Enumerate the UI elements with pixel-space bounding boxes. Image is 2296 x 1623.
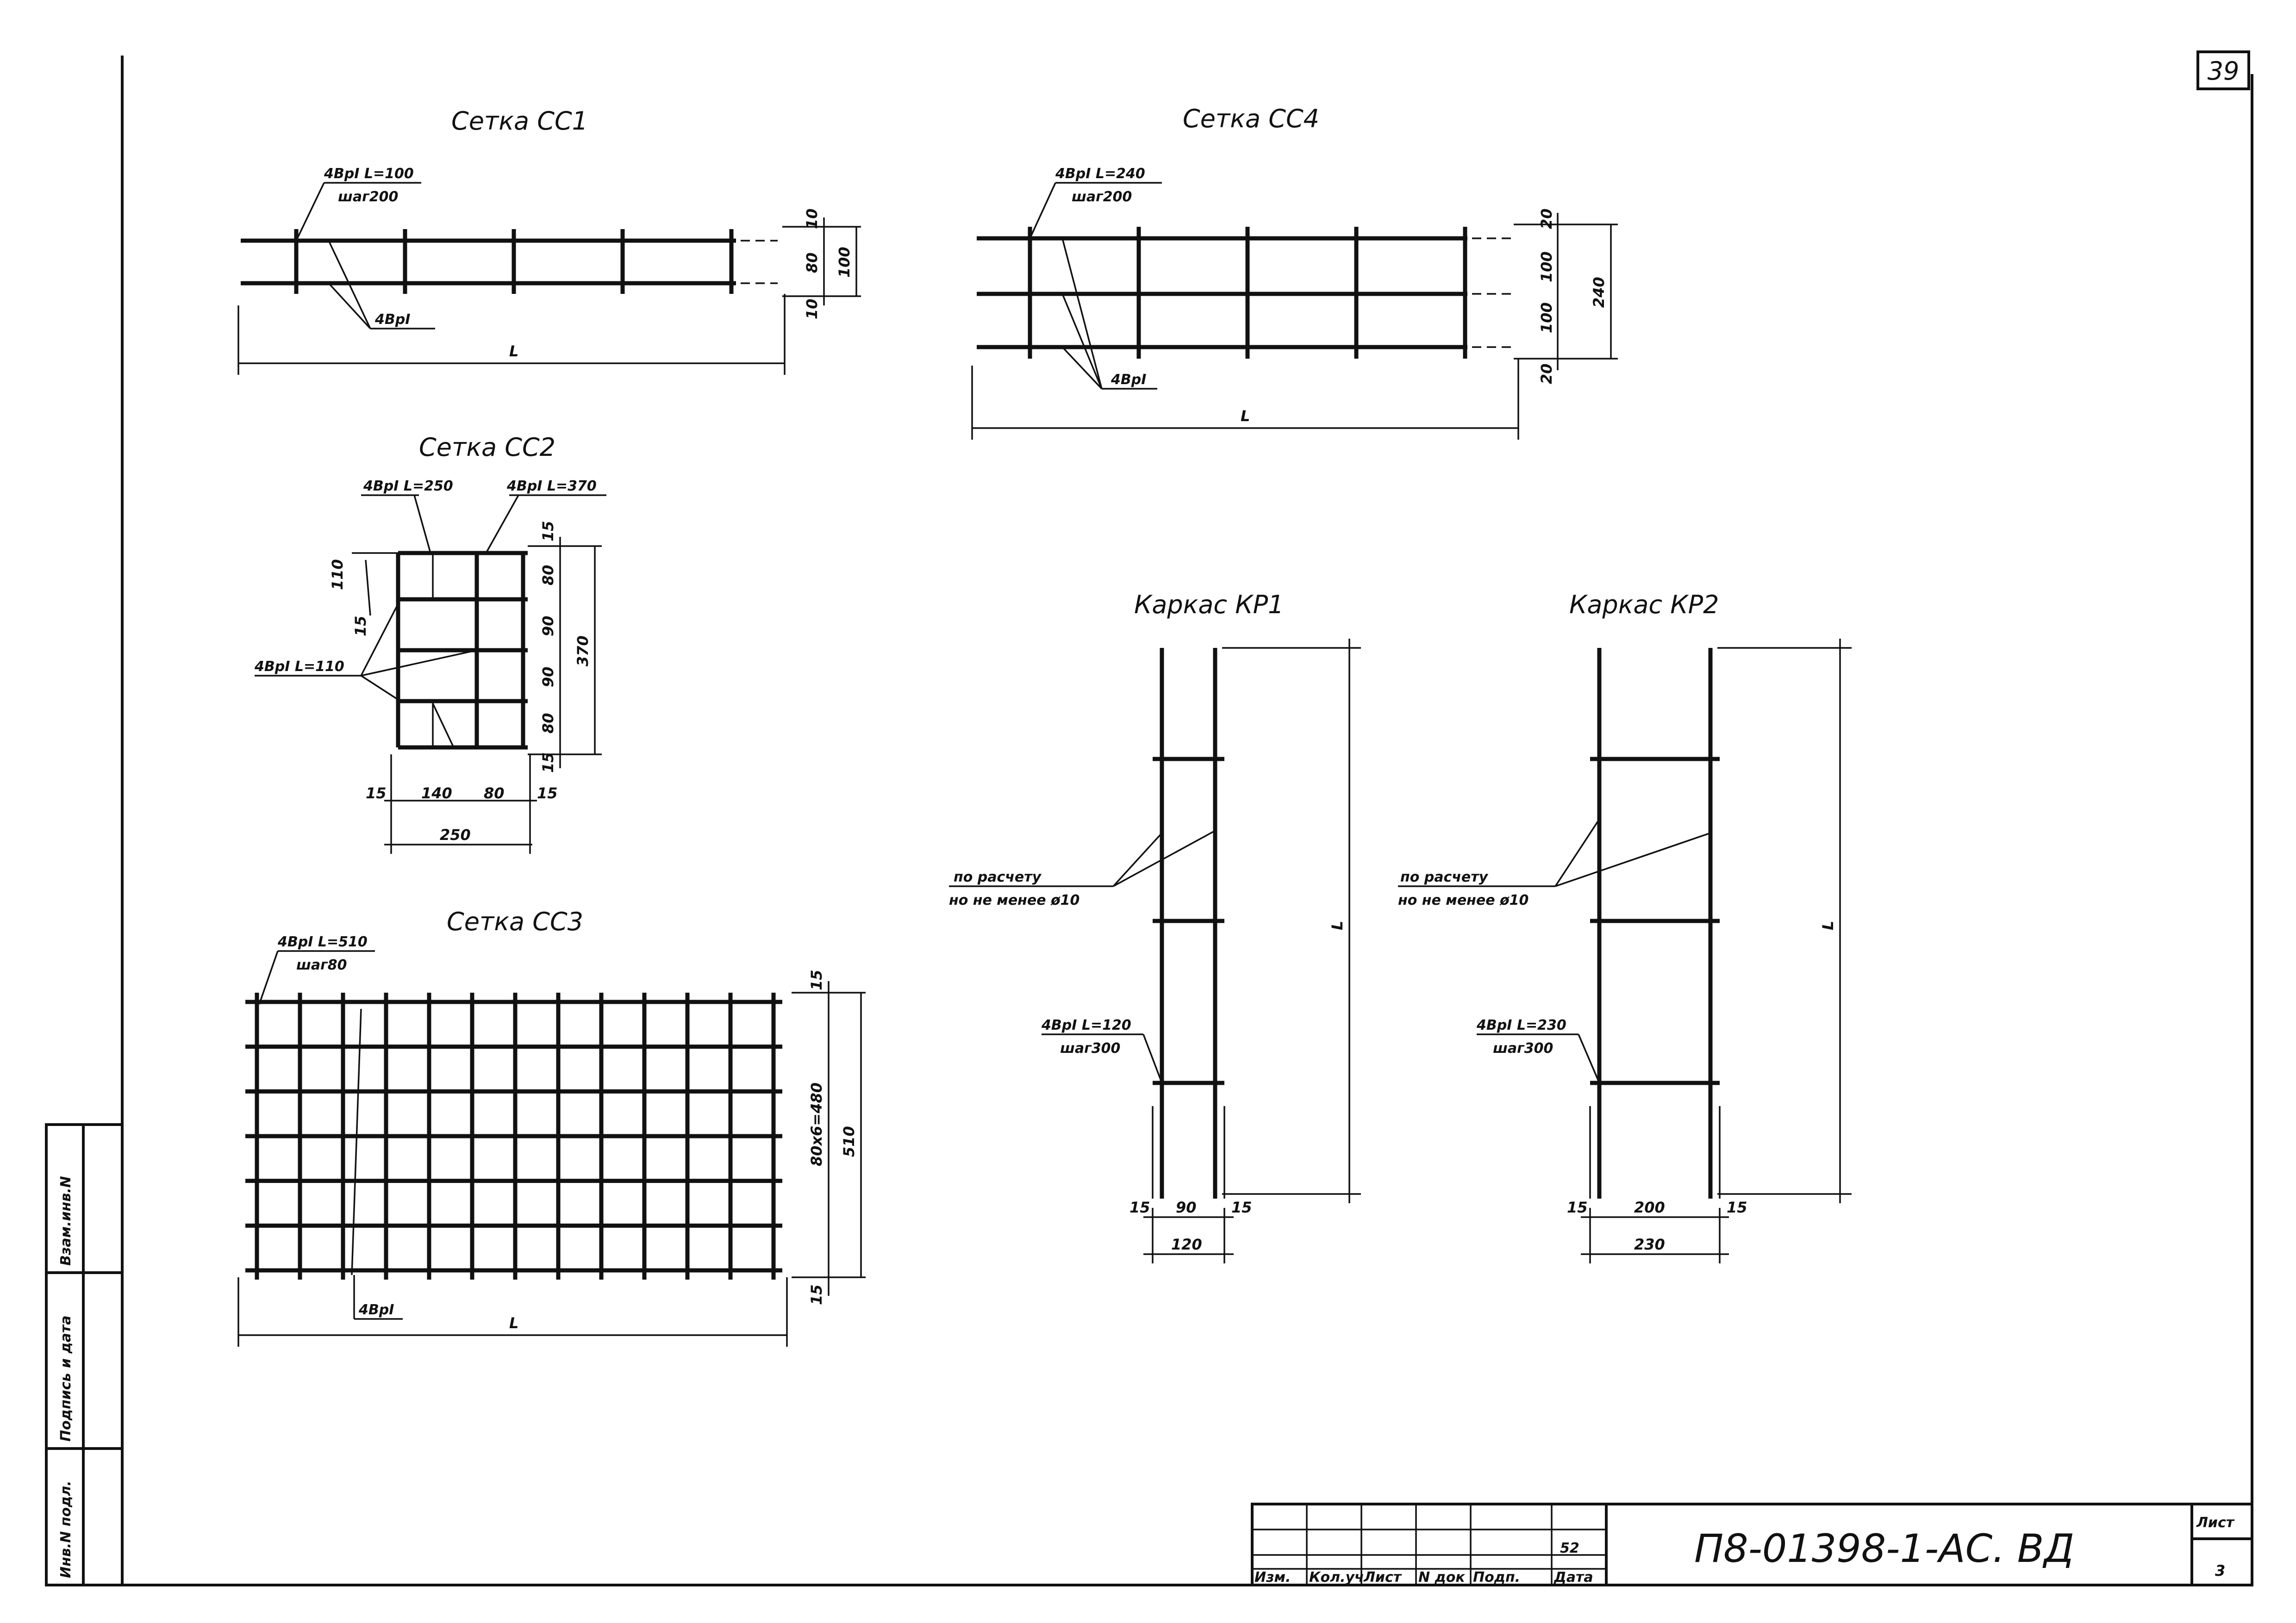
- mesh-cc1: Сетка СС1 4BpI L=100 шаг200 4BpI L 10: [237, 106, 861, 375]
- mesh-cc2-dim-v-bottom: 15: [539, 752, 557, 773]
- mesh-cc2-dim-v-total: 370: [574, 635, 592, 666]
- tb-header-kol-uch: Кол.уч: [1309, 1569, 1364, 1586]
- mesh-cc2-dim-110: 110: [329, 559, 346, 590]
- mesh-cc1-title: Сетка СС1: [451, 106, 588, 136]
- mesh-cc2-dim-v-3: 90: [539, 666, 557, 687]
- frame-kp1-dim-right: 15: [1231, 1199, 1252, 1216]
- stamp-vzam-inv: Взам.инв.N: [58, 1176, 74, 1266]
- mesh-cc2-dim-h-2: 80: [484, 784, 505, 802]
- tb-header-izm: Изм.: [1254, 1569, 1291, 1586]
- frame-kp2-total-width: 230: [1634, 1236, 1665, 1253]
- mesh-cc1-dim-top: 10: [803, 208, 821, 229]
- mesh-cc2-dim-v-2: 90: [539, 616, 557, 636]
- tb-header-list: Лист: [1363, 1569, 1402, 1586]
- mesh-cc2-dim-v-1: 80: [539, 565, 557, 585]
- stamp-inv-podl: Инв.N подл.: [58, 1480, 74, 1578]
- title-block: Изм. Кол.уч Лист N док Подп. Дата 52 П8-…: [1251, 1503, 2253, 1586]
- mesh-cc3: Сетка СС3 4BpI L=510 шаг80 4BpI L 15 80x…: [237, 907, 866, 1347]
- mesh-cc4-dim-upper: 100: [1538, 251, 1555, 282]
- tb-header-podp: Подп.: [1473, 1569, 1520, 1586]
- mesh-cc4-callout-step: шаг200: [1072, 189, 1132, 205]
- mesh-cc3-dim-top: 15: [808, 970, 825, 990]
- mesh-cc4-callout-bottom: 4BpI: [1111, 372, 1146, 388]
- tb-sheet-value: 3: [2215, 1562, 2225, 1579]
- frame-kp2-note-line2: но не менее ø10: [1398, 892, 1529, 908]
- mesh-cc2-dim-h-1: 140: [421, 784, 452, 802]
- mesh-cc3-callout-step: шаг80: [296, 957, 347, 973]
- mesh-cc2-callout-left: 4BpI L=110: [254, 659, 344, 675]
- frame-kp1-callout-top: 4BpI L=120: [1041, 1017, 1131, 1033]
- mesh-cc2-callout-left-top: 4BpI L=250: [363, 478, 453, 494]
- mesh-cc3-callout-bottom: 4BpI: [358, 1302, 394, 1318]
- left-stamp: Инв.N подл. Подпись и дата Взам.инв.N: [45, 1123, 124, 1586]
- frame-kp2-note-line1: по расчету: [1400, 869, 1489, 885]
- mesh-cc1-callout-bottom: 4BpI: [374, 311, 410, 328]
- mesh-cc1-dim-bottom: 10: [803, 298, 821, 319]
- frame-kp2-dim-right: 15: [1727, 1199, 1747, 1216]
- mesh-cc3-title: Сетка СС3: [447, 907, 583, 936]
- mesh-cc2-total-width: 250: [440, 826, 471, 844]
- frame-kp2: Каркас КР2 по расчету но не менее ø10 4B…: [1398, 590, 1852, 1263]
- mesh-cc2-dim-15: 15: [352, 616, 369, 636]
- mesh-cc4-dim-bottom: 20: [1538, 363, 1555, 384]
- mesh-cc2-callout-right-top: 4BpI L=370: [506, 478, 597, 494]
- mesh-cc3-dim-mid: 80x6=480: [808, 1082, 825, 1166]
- frame-kp1-dim-mid: 90: [1176, 1199, 1197, 1216]
- frame-kp1-note-line1: по расчету: [954, 869, 1042, 885]
- frame-kp2-title: Каркас КР2: [1569, 590, 1719, 619]
- frame-kp1-callout-step: шаг300: [1060, 1040, 1120, 1057]
- tb-drawing-code: П8-01398-1-АС. ВД: [1694, 1526, 2074, 1571]
- tb-small-mark: 52: [1560, 1540, 1579, 1556]
- frame-kp1-title: Каркас КР1: [1134, 590, 1284, 619]
- mesh-cc4-callout-top: 4BpI L=240: [1055, 166, 1145, 182]
- mesh-cc4-dim-lower: 100: [1538, 302, 1555, 333]
- frame-kp2-dim-mid: 200: [1634, 1199, 1665, 1216]
- sheet-number: 39: [2208, 56, 2240, 86]
- mesh-cc2-dim-h-right: 15: [537, 784, 558, 802]
- mesh-cc4-dim-total: 240: [1590, 277, 1608, 308]
- mesh-cc2: Сетка СС2 4BpI L=250 4BpI L=370 4BpI L=1…: [254, 433, 606, 854]
- mesh-cc4-dim-top: 20: [1538, 208, 1555, 229]
- mesh-cc4-length: L: [1241, 407, 1250, 425]
- frame-kp2-length: L: [1819, 921, 1837, 930]
- mesh-cc1-callout-top: 4BpI L=100: [324, 166, 414, 182]
- tb-sheet-label: Лист: [2196, 1515, 2235, 1531]
- mesh-cc4: Сетка СС4 4BpI L=240 шаг200 4BpI L 20: [971, 104, 1618, 440]
- mesh-cc2-title: Сетка СС2: [419, 433, 555, 462]
- tb-header-n-dok: N док: [1418, 1569, 1465, 1586]
- frame-kp1-note-line2: но не менее ø10: [949, 892, 1079, 908]
- mesh-cc1-callout-step: шаг200: [338, 189, 398, 205]
- mesh-cc2-dim-v-top: 15: [539, 521, 557, 541]
- stamp-signature-date: Подпись и дата: [58, 1316, 74, 1442]
- mesh-cc2-dim-h-left: 15: [366, 784, 387, 802]
- mesh-cc1-length: L: [509, 342, 518, 360]
- frame-kp2-callout-top: 4BpI L=230: [1476, 1017, 1566, 1033]
- mesh-cc2-dim-v-4: 80: [539, 713, 557, 734]
- frame-kp1-dim-left: 15: [1129, 1199, 1150, 1216]
- frame-kp2-dim-left: 15: [1567, 1199, 1588, 1216]
- frame-kp1-length: L: [1329, 921, 1346, 930]
- mesh-cc1-dim-mid: 80: [803, 252, 821, 273]
- mesh-cc3-length: L: [509, 1314, 518, 1332]
- frame-kp2-callout-step: шаг300: [1493, 1040, 1553, 1057]
- mesh-cc3-callout-top: 4BpI L=510: [277, 934, 368, 950]
- frame-kp1-total-width: 120: [1171, 1236, 1202, 1253]
- tb-header-data: Дата: [1554, 1569, 1593, 1586]
- mesh-cc3-dim-total: 510: [840, 1126, 858, 1157]
- mesh-cc3-dim-bottom: 15: [808, 1284, 825, 1305]
- mesh-cc1-dim-total: 100: [836, 247, 853, 278]
- mesh-cc4-title: Сетка СС4: [1183, 104, 1319, 133]
- frame-kp1: Каркас КР1 по расчету но не менее ø10 4B…: [949, 590, 1361, 1263]
